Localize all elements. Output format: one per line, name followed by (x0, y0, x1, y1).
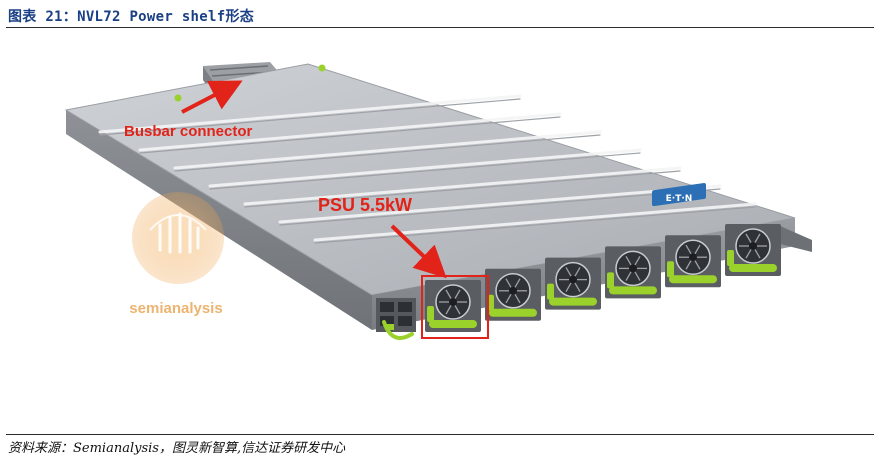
psu-bays (425, 224, 781, 332)
psu-callout-label: PSU 5.5kW (318, 195, 412, 215)
psu-highlight-box (421, 275, 489, 339)
busbar-callout: Busbar connector (124, 80, 253, 140)
psu-handle (429, 320, 477, 328)
network-ports (376, 298, 416, 340)
psu-latch (427, 306, 434, 322)
semianalysis-watermark: semianalysis (129, 192, 224, 317)
psu-latch (667, 261, 674, 278)
psu-unit (545, 257, 601, 310)
fan-hub (689, 253, 697, 262)
watermark-text: semianalysis (129, 300, 222, 317)
psu-latch (547, 283, 554, 300)
psu-handle (669, 275, 717, 284)
fan-hub (569, 275, 577, 284)
fan-hub (509, 286, 517, 295)
busbar-callout-label: Busbar connector (124, 123, 253, 140)
figure-title: 图表 21：NVL72 Power shelf形态 (8, 9, 255, 25)
source-note: 资料来源：Semianalysis，图灵新智算,信达证券研发中心 (8, 441, 346, 456)
source-divider (6, 434, 874, 435)
psu-unit (605, 246, 661, 299)
psu-handle (489, 308, 537, 317)
title-divider (6, 27, 874, 28)
psu-handle (609, 286, 657, 295)
psu-unit (425, 280, 481, 332)
eaton-logo: E·T·N (652, 183, 706, 207)
eaton-logo-text: E·T·N (666, 194, 693, 204)
psu-latch (727, 250, 734, 266)
power-shelf-figure: E·T·N semianalysis Busbar connector (0, 30, 880, 430)
psu-unit (485, 268, 541, 321)
psu-unit (665, 235, 721, 288)
psu-latch (607, 272, 614, 289)
fan-hub (749, 242, 757, 250)
psu-unit (725, 224, 781, 276)
fan-hub (629, 264, 637, 273)
fan-hub (449, 298, 457, 306)
psu-callout: PSU 5.5kW (318, 195, 447, 279)
psu-handle (549, 297, 597, 306)
psu-handle (729, 264, 777, 272)
